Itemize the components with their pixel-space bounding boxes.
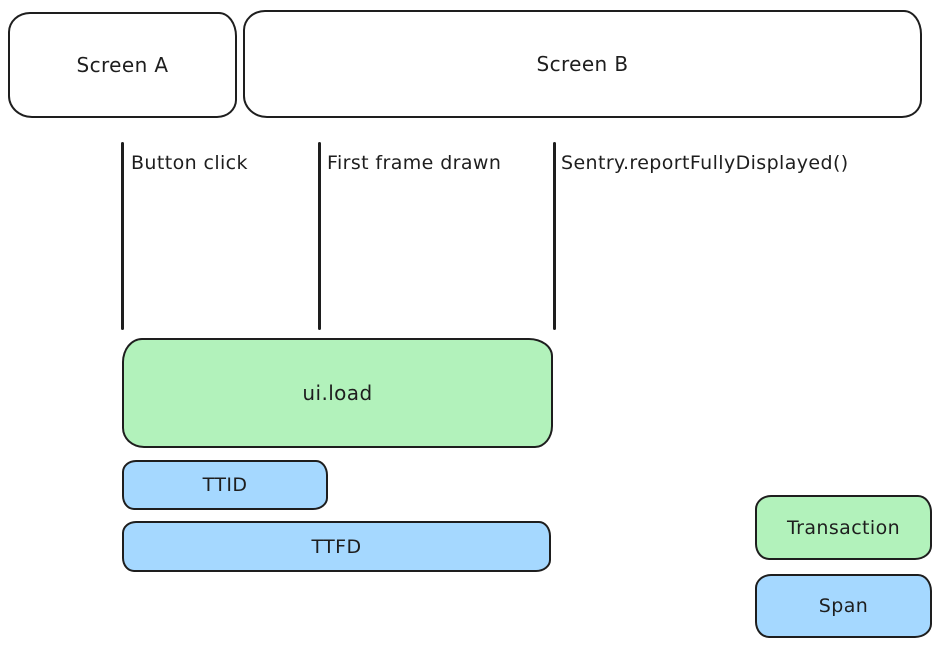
ttid-span-bar: TTID xyxy=(122,460,328,510)
screen-b-box: Screen B xyxy=(243,10,922,118)
ui-load-label: ui.load xyxy=(302,381,373,405)
legend-transaction-label: Transaction xyxy=(786,516,901,539)
screen-b-label: Screen B xyxy=(536,52,629,76)
screen-a-label: Screen A xyxy=(76,53,169,77)
marker-label-report-fully-displayed: Sentry.reportFullyDisplayed() xyxy=(561,152,849,174)
legend-span: Span xyxy=(755,574,932,638)
marker-label-button-click: Button click xyxy=(131,152,248,174)
ttfd-span-bar: TTFD xyxy=(122,521,551,572)
screen-a-box: Screen A xyxy=(8,12,237,118)
ttfd-label: TTFD xyxy=(311,535,362,558)
legend-span-label: Span xyxy=(818,595,869,617)
ui-load-transaction-bar: ui.load xyxy=(122,338,553,448)
marker-line-button-click xyxy=(121,142,124,330)
marker-line-report-fully-displayed xyxy=(553,142,556,330)
ttid-label: TTID xyxy=(202,474,248,496)
legend-transaction: Transaction xyxy=(755,495,932,560)
marker-line-first-frame-drawn xyxy=(318,142,321,330)
marker-label-first-frame-drawn: First frame drawn xyxy=(327,152,502,174)
